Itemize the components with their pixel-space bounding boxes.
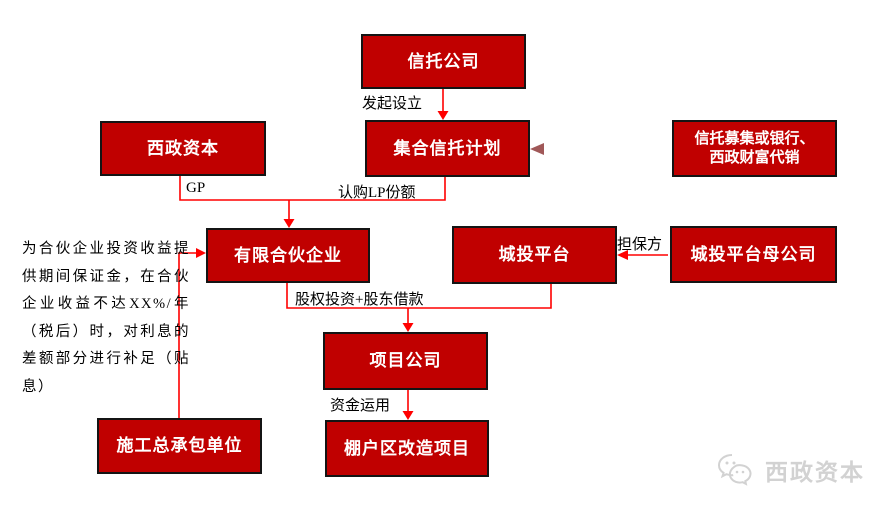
watermark: 西政资本	[716, 452, 865, 488]
edge-label-equity-loan: 股权投资+股东借款	[295, 292, 424, 308]
node-trust-company: 信托公司	[361, 34, 526, 89]
edge-label-subscribe-lp: 认购LP份额	[338, 185, 416, 201]
node-distribution-line2: 西政财富代销	[709, 148, 800, 166]
edge-guarantee-arrowhead	[196, 248, 206, 258]
edge-label-capital-use: 资金运用	[330, 398, 391, 414]
node-collective-trust-plan: 集合信托计划	[365, 120, 530, 177]
wechat-icon	[717, 454, 752, 486]
edge-distribution-arrowhead	[530, 143, 544, 155]
watermark-text: 西政资本	[765, 459, 865, 485]
node-city-platform-parent: 城投平台母公司	[670, 226, 837, 283]
node-city-investment-platform: 城投平台	[452, 226, 617, 284]
edge-label-initiate: 发起设立	[362, 96, 423, 112]
node-general-contractor: 施工总承包单位	[97, 418, 262, 474]
edge-label-gp: GP	[186, 180, 206, 196]
node-limited-partnership: 有限合伙企业	[206, 228, 370, 283]
guarantee-note: 为合伙企业投资收益提供期间保证金，在合伙企业收益不达XX%/年（税后）时，对利息…	[22, 241, 190, 395]
edge-equity-arrowhead	[402, 323, 414, 332]
edge-label-guarantor: 担保方	[617, 237, 663, 253]
edge-initiate-arrowhead	[437, 111, 449, 120]
node-shantytown-project: 棚户区改造项目	[325, 420, 489, 477]
edge-gp-lp-arrowhead	[283, 219, 295, 228]
node-xizheng-capital: 西政资本	[100, 121, 266, 176]
edge-capital-arrowhead	[402, 411, 414, 420]
node-distribution-line1: 信托募集或银行、	[694, 129, 815, 147]
node-project-company: 项目公司	[323, 332, 488, 390]
node-distribution-channel: 信托募集或银行、 西政财富代销	[672, 120, 837, 177]
